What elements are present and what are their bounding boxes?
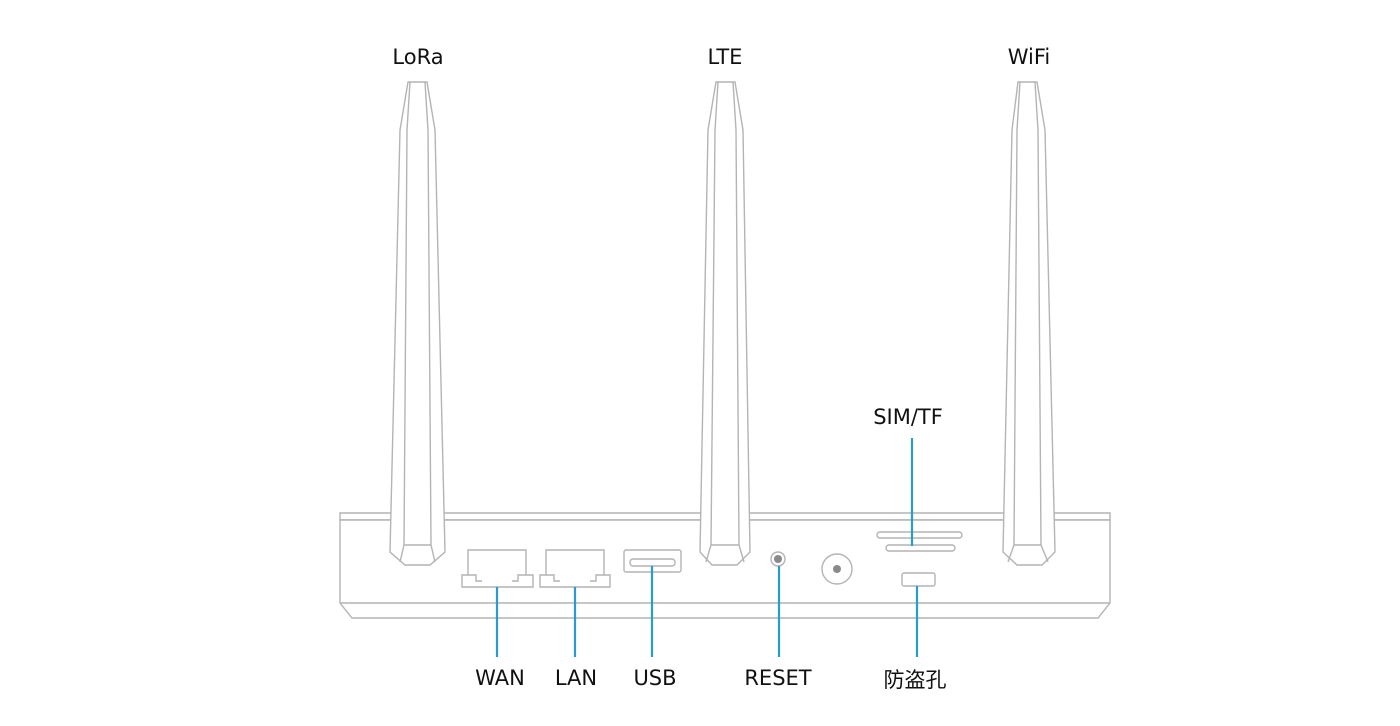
usb-port bbox=[623, 549, 682, 573]
sim-tf-slots bbox=[876, 531, 963, 552]
label-usb: USB bbox=[633, 666, 676, 690]
antenna-wifi bbox=[1002, 81, 1056, 566]
antenna-lora bbox=[389, 81, 446, 566]
label-reset: RESET bbox=[744, 666, 811, 690]
reset-button-hole bbox=[770, 551, 786, 567]
label-lora: LoRa bbox=[392, 45, 443, 69]
label-wifi: WiFi bbox=[1008, 45, 1051, 69]
label-sim-tf: SIM/TF bbox=[873, 405, 943, 429]
label-lte: LTE bbox=[708, 45, 743, 69]
wan-port bbox=[461, 549, 534, 588]
lan-port bbox=[539, 549, 611, 588]
label-lan: LAN bbox=[555, 666, 597, 690]
label-wan: WAN bbox=[475, 666, 525, 690]
antenna-lte bbox=[699, 81, 751, 566]
label-anti-theft: 防盗孔 bbox=[884, 668, 947, 692]
anti-theft-slot bbox=[901, 572, 936, 587]
power-jack bbox=[821, 553, 853, 585]
